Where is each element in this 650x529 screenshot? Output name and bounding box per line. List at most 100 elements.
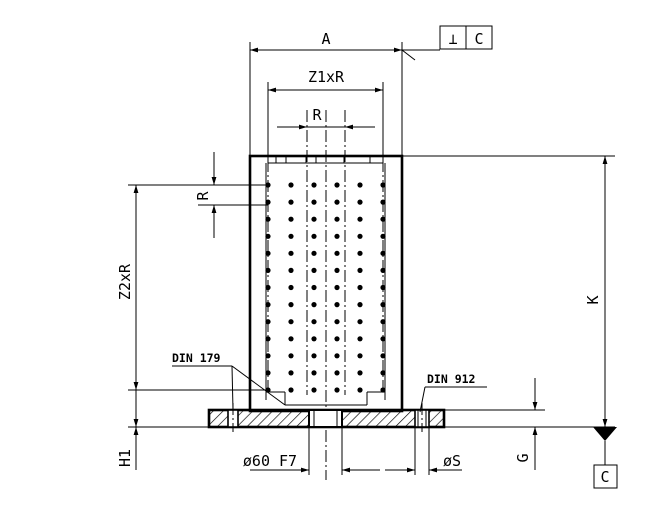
hole-dot: [288, 302, 294, 308]
hole-dot: [311, 233, 317, 239]
hole-dot: [357, 233, 363, 239]
hole-dot: [311, 182, 317, 188]
label-a: A: [321, 30, 330, 48]
hole-dot: [380, 182, 386, 188]
perpendicularity-frame: ⊥ C: [401, 25, 493, 61]
hole-dot: [357, 216, 363, 222]
hole-dot: [311, 336, 317, 342]
hole-dot: [380, 336, 386, 342]
hole-dot: [357, 319, 363, 325]
hole-dot: [380, 319, 386, 325]
label-z1xr: Z1xR: [308, 68, 345, 86]
dimension-z1xr: Z1xR: [267, 68, 384, 156]
dimension-a: A: [249, 30, 403, 156]
hole-dot: [334, 302, 340, 308]
hole-dot: [334, 233, 340, 239]
label-din179: DIN 179: [172, 351, 221, 365]
hole-dot: [357, 182, 363, 188]
label-k: K: [584, 295, 602, 304]
hole-dot: [265, 284, 271, 291]
dimension-z2xr: Z2xR: [116, 184, 268, 391]
hole-dot: [288, 216, 294, 222]
hole-dot: [380, 250, 386, 256]
hole-dot: [334, 319, 340, 325]
label-din912: DIN 912: [427, 372, 475, 386]
hole-dot: [380, 370, 386, 376]
dimension-phi60: ø60 F7: [243, 427, 380, 475]
hole-dot: [311, 387, 317, 393]
hole-dot: [288, 267, 294, 273]
hole-dot: [265, 216, 271, 222]
hole-dot: [311, 302, 317, 308]
hole-dot: [265, 233, 271, 239]
dimension-h1: H1: [116, 390, 209, 470]
hole-dot: [357, 267, 363, 273]
hole-dot: [265, 250, 271, 256]
hole-dot: [288, 233, 294, 239]
hole-dot: [380, 267, 386, 273]
hole-dot: [288, 387, 294, 393]
label-g: G: [514, 453, 532, 462]
hole-dot: [288, 336, 294, 342]
perpendicularity-icon: ⊥: [448, 30, 457, 48]
hole-dot: [380, 284, 386, 291]
hole-dot: [380, 302, 386, 308]
hole-dot: [288, 353, 294, 359]
hole-dot: [265, 353, 271, 359]
hole-dot: [334, 387, 340, 393]
base-plate: [207, 403, 446, 432]
hole-dot: [288, 250, 294, 256]
hole-dot: [265, 199, 271, 205]
hole-dot: [311, 250, 317, 256]
hole-dot: [357, 370, 363, 376]
hole-dot: [311, 319, 317, 325]
hole-dot: [288, 284, 294, 291]
hole-dot: [265, 267, 271, 273]
hole-dot: [357, 199, 363, 205]
hole-dot: [334, 267, 340, 273]
hole-dot: [311, 199, 317, 205]
hole-dot: [357, 336, 363, 342]
hole-dot: [288, 182, 294, 188]
hole-grid: [265, 182, 386, 393]
hole-dot: [334, 370, 340, 376]
dimension-r-top: R: [277, 106, 375, 130]
hole-dot: [334, 199, 340, 205]
hole-dot: [334, 353, 340, 359]
hole-dot: [311, 216, 317, 222]
hole-dot: [265, 302, 271, 308]
hole-dot: [357, 250, 363, 256]
hole-dot: [311, 267, 317, 273]
hole-dot: [380, 353, 386, 359]
hole-dot: [311, 370, 317, 376]
hole-dot: [334, 284, 340, 291]
hole-dot: [380, 199, 386, 205]
hole-dot: [334, 336, 340, 342]
hole-dot: [311, 353, 317, 359]
label-phi60: ø60 F7: [243, 452, 297, 470]
hole-dot: [380, 233, 386, 239]
dimension-phis: øS: [385, 427, 462, 475]
hole-dot: [334, 182, 340, 188]
label-z2xr: Z2xR: [116, 263, 134, 300]
label-phis: øS: [443, 452, 461, 470]
hole-dot: [380, 387, 386, 393]
datum-label-c: C: [600, 468, 609, 486]
callout-din912: DIN 912: [419, 372, 487, 413]
hole-dot: [288, 370, 294, 376]
hole-dot: [288, 199, 294, 205]
dimension-g: G: [444, 378, 545, 470]
hole-dot: [357, 284, 363, 291]
label-h1: H1: [116, 449, 134, 467]
hole-dot: [288, 319, 294, 325]
hole-dot: [265, 370, 271, 376]
callout-din179: DIN 179: [172, 351, 286, 411]
datum-c: C: [593, 427, 618, 489]
hole-dot: [380, 216, 386, 222]
hole-dot: [265, 319, 271, 325]
dimension-k: K: [402, 155, 615, 428]
hole-dot: [357, 387, 363, 393]
hole-dot: [334, 216, 340, 222]
hole-dot: [357, 353, 363, 359]
